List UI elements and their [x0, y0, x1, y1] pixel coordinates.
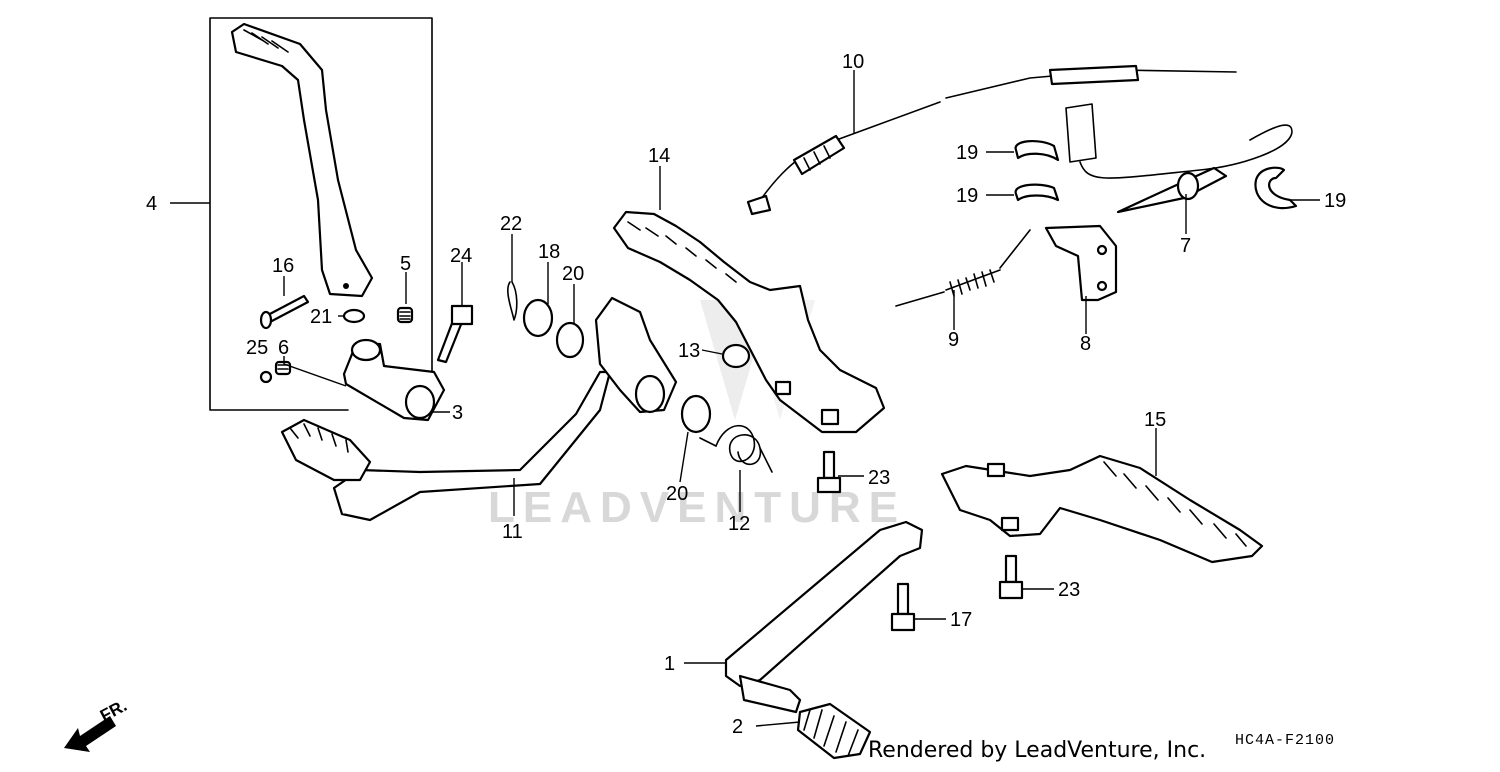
clip-19-right: [1254, 166, 1298, 210]
spring-9: [895, 229, 1031, 307]
callout-14: 14: [648, 145, 670, 167]
callout-9: 9: [948, 329, 959, 351]
fr-label: FR.: [97, 696, 130, 726]
callout-10: 10: [842, 51, 864, 73]
kickstarter-arm: [230, 22, 374, 298]
kickstarter-assembly-bracket: [209, 17, 433, 411]
bolt-16: [259, 294, 310, 330]
bolt-23-upper: [816, 450, 842, 494]
cotter-pin-22: [507, 281, 518, 321]
bracket-8: [1044, 224, 1118, 302]
callout-6: 6: [278, 337, 289, 359]
callout-19-middle: 19: [956, 185, 978, 207]
spring-5: [396, 306, 414, 324]
callout-2: 2: [732, 716, 743, 738]
callout-4: 4: [146, 193, 157, 215]
callout-20-lower: 20: [666, 483, 688, 505]
callout-7: 7: [1180, 235, 1191, 257]
washer-21: [342, 308, 366, 324]
pedal-rubber-2: [796, 702, 872, 760]
callout-18: 18: [538, 241, 560, 263]
spring-6: [274, 360, 292, 376]
callout-23-upper: 23: [868, 467, 890, 489]
callout-16: 16: [272, 255, 294, 277]
callout-13: 13: [678, 340, 700, 362]
callout-21: 21: [310, 306, 332, 328]
cap-13: [721, 343, 751, 369]
cable-10: [746, 64, 1237, 216]
callout-12: 12: [728, 513, 750, 535]
washer-20-lower: [680, 394, 712, 434]
diagram-code: HC4A-F2100: [1235, 732, 1336, 749]
brake-switch-7: [1065, 103, 1293, 214]
pedal-1: [724, 520, 924, 714]
callout-1: 1: [664, 653, 675, 675]
callout-23-lower: 23: [1058, 579, 1080, 601]
ball-25: [259, 370, 273, 384]
callout-19-right: 19: [1324, 190, 1346, 212]
footrest-bar-11: [280, 296, 678, 522]
front-direction-arrow: FR.: [64, 696, 130, 752]
seal-18: [522, 298, 554, 338]
callout-labels: 1 2 3 4 5 6 7 8 9 10 11 12 13 14 15 16 1…: [146, 51, 1346, 738]
watermark-text: LEADVENTURE: [488, 483, 906, 532]
bolt-24: [436, 304, 474, 364]
footpeg-step-14: [612, 210, 886, 434]
clip-19-middle: [1014, 183, 1060, 202]
clip-19-upper: [1014, 140, 1060, 162]
callout-24: 24: [450, 245, 472, 267]
callout-17: 17: [950, 609, 972, 631]
callout-5: 5: [400, 253, 411, 275]
leader-lines: [170, 70, 1320, 727]
callout-3: 3: [452, 402, 463, 424]
washer-20-upper: [555, 321, 585, 359]
callout-8: 8: [1080, 333, 1091, 355]
bolt-17: [890, 582, 916, 632]
callout-11: 11: [502, 521, 523, 543]
callout-19-upper: 19: [956, 142, 978, 164]
callout-25: 25: [246, 337, 268, 359]
callout-15: 15: [1144, 409, 1166, 431]
spring-12: [699, 424, 773, 473]
callout-20-upper: 20: [562, 263, 584, 285]
kickstarter-boss-3: [342, 338, 446, 422]
callout-22: 22: [500, 213, 522, 235]
bolt-23-lower: [998, 554, 1024, 600]
render-credit: Rendered by LeadVenture, Inc.: [868, 738, 1207, 763]
footpeg-step-15: [940, 454, 1264, 564]
